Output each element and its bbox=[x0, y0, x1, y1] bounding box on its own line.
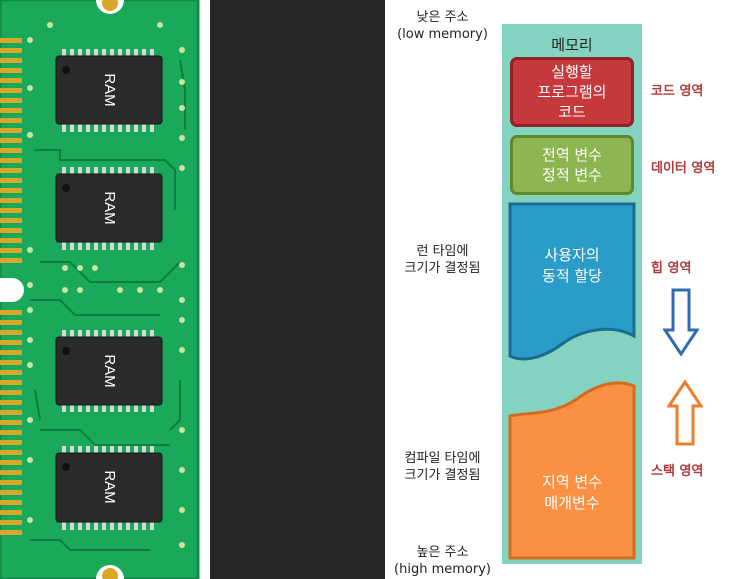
heap-growth-arrow-down-icon bbox=[663, 288, 699, 356]
code-area-label: 코드 영역 bbox=[651, 84, 704, 99]
runtime-note: 런 타임에 크기가 결정됨 bbox=[385, 243, 500, 277]
ram-chip bbox=[55, 173, 163, 243]
memory-title: 메모리 bbox=[551, 36, 593, 54]
compile-note-line2: 크기가 결정됨 bbox=[404, 468, 481, 483]
heap-segment-line2: 동적 할당 bbox=[542, 267, 602, 285]
chip-label: RAM bbox=[101, 73, 118, 106]
data-area-label: 데이터 영역 bbox=[651, 161, 716, 176]
high-address-line2: (high memory) bbox=[394, 562, 491, 577]
low-address-label: 낮은 주소 (low memory) bbox=[385, 9, 500, 43]
ram-chip bbox=[55, 55, 163, 125]
runtime-note-line2: 크기가 결정됨 bbox=[404, 261, 481, 276]
heap-segment-line1: 사용자의 bbox=[544, 246, 600, 264]
chip-label: RAM bbox=[101, 191, 118, 224]
data-segment-line2: 정적 변수 bbox=[542, 166, 602, 184]
low-address-line2: (low memory) bbox=[397, 27, 488, 42]
heap-stack-shapes bbox=[508, 202, 636, 560]
compile-note-line1: 컴파일 타임에 bbox=[404, 451, 481, 466]
ram-module-image: RAM RAM RAM RAM bbox=[0, 0, 210, 579]
stack-segment-line2: 매개변수 bbox=[544, 494, 600, 512]
memory-column: 메모리 실행할 프로그램의 코드 전역 변수 정적 변수 사용자의 동적 할당 … bbox=[502, 24, 642, 564]
memory-layout-diagram: 낮은 주소 (low memory) 런 타임에 크기가 결정됨 컴파일 타임에… bbox=[385, 0, 744, 579]
data-segment-line1: 전역 변수 bbox=[542, 146, 602, 164]
runtime-note-line1: 런 타임에 bbox=[416, 244, 469, 259]
compile-note: 컴파일 타임에 크기가 결정됨 bbox=[385, 450, 500, 484]
stack-area-label: 스택 영역 bbox=[651, 464, 704, 479]
background-gap bbox=[210, 0, 385, 579]
high-address-line1: 높은 주소 bbox=[416, 545, 469, 560]
stack-segment-text: 지역 변수 매개변수 bbox=[510, 472, 634, 514]
low-address-line1: 낮은 주소 bbox=[416, 10, 469, 25]
ram-chip bbox=[55, 336, 163, 406]
data-segment: 전역 변수 정적 변수 bbox=[510, 135, 634, 195]
high-address-label: 높은 주소 (high memory) bbox=[385, 544, 500, 578]
code-segment: 실행할 프로그램의 코드 bbox=[510, 57, 634, 127]
heap-area-label: 힙 영역 bbox=[651, 261, 692, 276]
ram-chip bbox=[55, 452, 163, 523]
stack-growth-arrow-up-icon bbox=[667, 380, 703, 446]
chip-label: RAM bbox=[101, 470, 118, 503]
code-segment-line3: 코드 bbox=[558, 103, 586, 121]
stack-segment-line1: 지역 변수 bbox=[542, 473, 602, 491]
code-segment-line2: 프로그램의 bbox=[537, 83, 607, 101]
ram-board: RAM RAM RAM RAM bbox=[0, 0, 200, 579]
stack-segment-shape bbox=[508, 381, 636, 560]
heap-segment-shape bbox=[508, 202, 636, 361]
code-segment-line1: 실행할 bbox=[551, 63, 593, 81]
heap-segment-text: 사용자의 동적 할당 bbox=[510, 245, 634, 287]
chip-label: RAM bbox=[101, 354, 118, 387]
